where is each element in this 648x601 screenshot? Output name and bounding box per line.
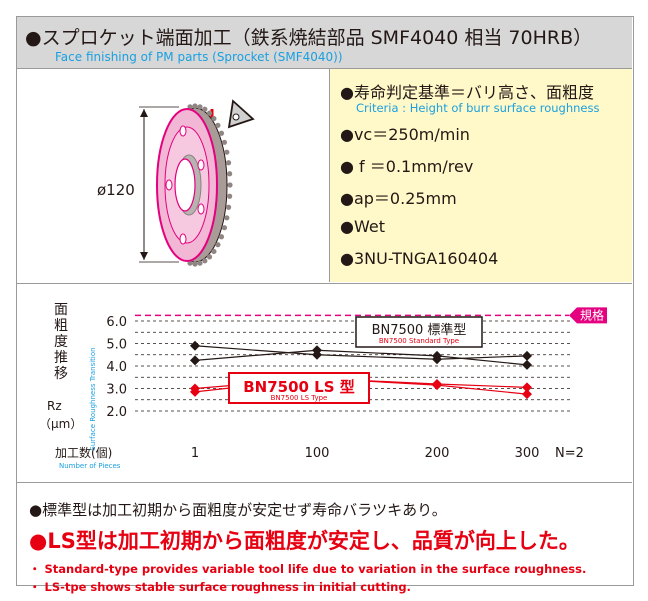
y-axis-english: Surface Roughness Transition — [89, 347, 97, 450]
spec-badge: 規格 — [569, 307, 607, 324]
note-ls-en: ・ LS-tpe shows stable surface roughness … — [29, 580, 411, 594]
figure-frame: ●スプロケット端面加工（鉄系焼結部品 SMF4040 相当 70HRB） Fac… — [16, 16, 634, 594]
roughness-chart: 規格 BN7500 標準型 BN7500 Standard Type BN750… — [39, 302, 607, 470]
legend-ls: BN7500 LS 型 BN7500 LS Type — [228, 372, 370, 404]
insert-icon — [227, 99, 255, 129]
data-point — [190, 386, 200, 397]
data-point — [432, 380, 442, 391]
insert-grade: ●3NU-TNGA160404 — [340, 249, 499, 268]
cutting-speed: ●vc＝250m/min — [340, 125, 470, 144]
y-tick-label: 3.0 — [106, 383, 127, 398]
note-standard-jp: ●標準型は加工初期から面粗度が安定せず寿命バラツキあり。 — [29, 501, 447, 519]
note-standard-en: ・ Standard-type provides variable tool l… — [29, 562, 587, 576]
figure-subtitle: Face finishing of PM parts (Sprocket (SM… — [55, 50, 343, 64]
x-tick-label: 1 — [191, 446, 199, 461]
coolant: ●Wet — [340, 217, 385, 236]
y-axis-label-char: 度 — [54, 334, 68, 350]
chart-area: 規格 BN7500 標準型 BN7500 Standard Type BN750… — [17, 283, 632, 483]
sample-count: N=2 — [555, 446, 584, 461]
data-point — [190, 355, 200, 366]
y-tick-label: 2.0 — [106, 405, 127, 420]
x-tick-label: 100 — [305, 446, 330, 461]
y-axis-label-char: 移 — [54, 366, 68, 382]
data-point — [190, 340, 200, 351]
diameter-label: ø120 — [97, 181, 135, 199]
x-tick-labels: 1 100 200 300 — [191, 446, 540, 461]
y-tick-label: 4.0 — [106, 360, 127, 375]
spec-label: 規格 — [580, 307, 604, 322]
data-point — [522, 350, 532, 361]
y-axis-unit: （μm） — [39, 417, 82, 431]
series-line-0 — [194, 345, 528, 360]
legend-standard: BN7500 標準型 BN7500 Standard Type — [355, 316, 483, 348]
data-point — [522, 359, 532, 370]
x-tick-label: 300 — [515, 446, 540, 461]
sprocket-icon — [156, 103, 233, 267]
y-tick-label: 6.0 — [106, 315, 127, 330]
legend-ls-label: BN7500 LS 型 — [243, 378, 355, 396]
data-point — [522, 382, 532, 393]
series-line-1 — [194, 349, 528, 366]
feed-rate: ● f ＝0.1mm/rev — [340, 157, 474, 176]
legend-ls-english: BN7500 LS Type — [271, 394, 328, 402]
data-point — [522, 389, 532, 400]
legend-standard-english: BN7500 Standard Type — [379, 337, 459, 345]
criteria-text: ●寿命判定基準＝バリ高さ、面粗度 — [340, 83, 594, 102]
workpiece-panel: ø120 — [17, 69, 330, 282]
x-axis-english: Number of Pieces — [59, 462, 121, 470]
conclusions: ●標準型は加工初期から面粗度が安定せず寿命バラツキあり。 ●LS型は加工初期から… — [17, 485, 632, 594]
x-tick-label: 200 — [425, 446, 450, 461]
criteria-english: Criteria : Height of burr surface roughn… — [356, 101, 600, 115]
header: ●スプロケット端面加工（鉄系焼結部品 SMF4040 相当 70HRB） Fac… — [17, 17, 632, 69]
x-axis-label: 加工数(個) — [55, 445, 112, 460]
note-ls-jp: ●LS型は加工初期から面粗度が安定し、品質が向上した。 — [29, 529, 580, 553]
cutting-conditions-panel: ●寿命判定基準＝バリ高さ、面粗度 Criteria : Height of bu… — [330, 69, 632, 282]
y-axis-symbol: Rz — [47, 399, 62, 413]
diameter-dimension — [139, 106, 179, 263]
y-tick-label: 5.0 — [106, 338, 127, 353]
data-point — [432, 350, 442, 361]
sprocket-illustration: ø120 — [97, 99, 255, 267]
data-point — [312, 345, 322, 356]
y-tick-labels: 6.0 5.0 4.0 3.0 2.0 — [106, 315, 127, 420]
legend-standard-label: BN7500 標準型 — [372, 322, 467, 338]
y-axis-label-char: 面 — [54, 302, 68, 318]
y-axis-label-char: 推 — [54, 350, 68, 366]
figure-title: ●スプロケット端面加工（鉄系焼結部品 SMF4040 相当 70HRB） — [25, 27, 593, 49]
depth-of-cut: ●ap＝0.25mm — [340, 189, 457, 208]
y-axis-label-char: 粗 — [54, 318, 68, 334]
